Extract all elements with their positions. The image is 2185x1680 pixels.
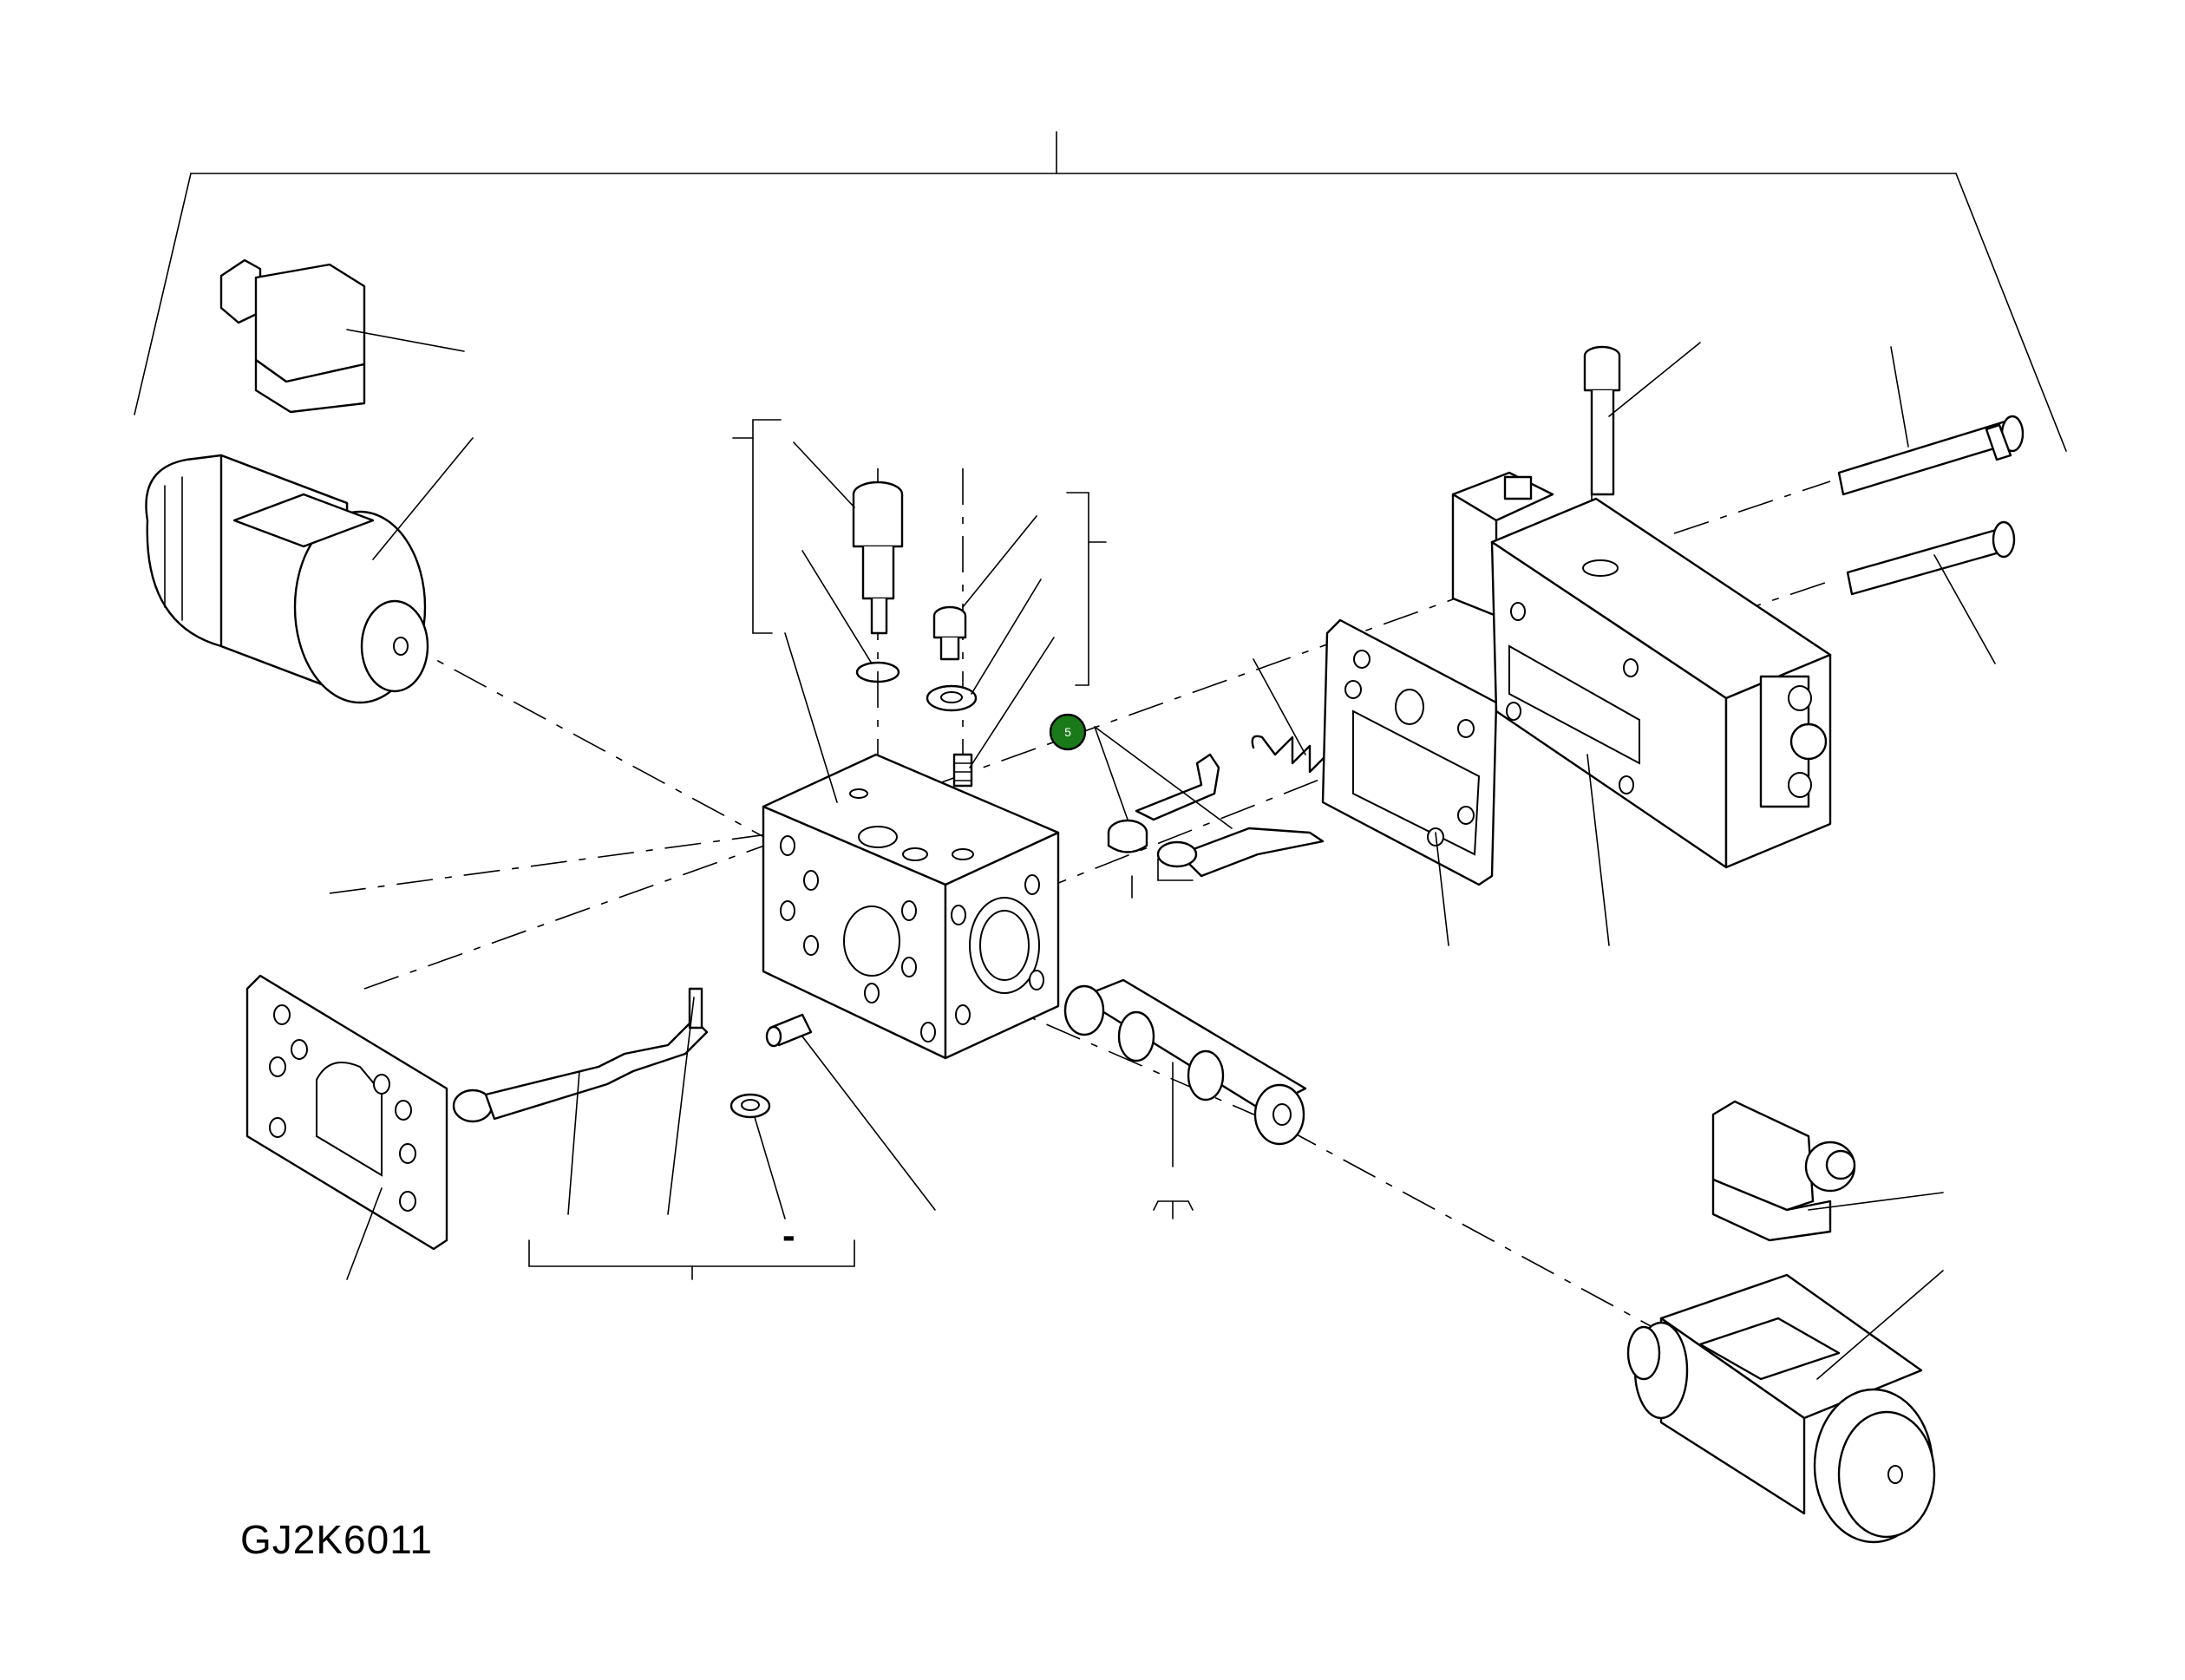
o-ring [801, 550, 900, 683]
connector-plug-top-left [219, 258, 465, 414]
connector-plug-bottom-right [1711, 1100, 1944, 1242]
drawing-code: GJ2K6011 [240, 1517, 433, 1562]
small-washer [729, 1093, 786, 1219]
solenoid-coil-bottom-right [1626, 1270, 1944, 1544]
manifold-block [1451, 471, 1832, 946]
minus-mark: - [782, 1214, 795, 1257]
valve-spool [1063, 978, 1307, 1219]
small-plug-screw [932, 515, 1037, 661]
bracket-upper-right [1066, 492, 1107, 686]
assembly-bracket [134, 131, 2067, 452]
washer [926, 579, 1042, 712]
gasket-left [245, 974, 448, 1280]
lever-left [452, 987, 709, 1215]
solenoid-coil-top-left [145, 437, 474, 704]
pin [765, 1013, 936, 1211]
cap-screw-lower [1846, 520, 2016, 664]
cap-screw-upper [1837, 346, 2025, 496]
callout-5-label: 5 [1064, 725, 1071, 739]
valve-body [762, 632, 1060, 1060]
set-screw [952, 637, 1055, 788]
lever-assembly [1094, 726, 1325, 899]
cap-screw-vertical [1583, 342, 1701, 496]
long-cap-screw [793, 441, 904, 635]
gasket-right [1321, 618, 1498, 946]
bracket-lower [528, 1239, 855, 1280]
callout-5[interactable]: 5 [1049, 713, 1087, 751]
bracket-upper-left [732, 419, 782, 634]
